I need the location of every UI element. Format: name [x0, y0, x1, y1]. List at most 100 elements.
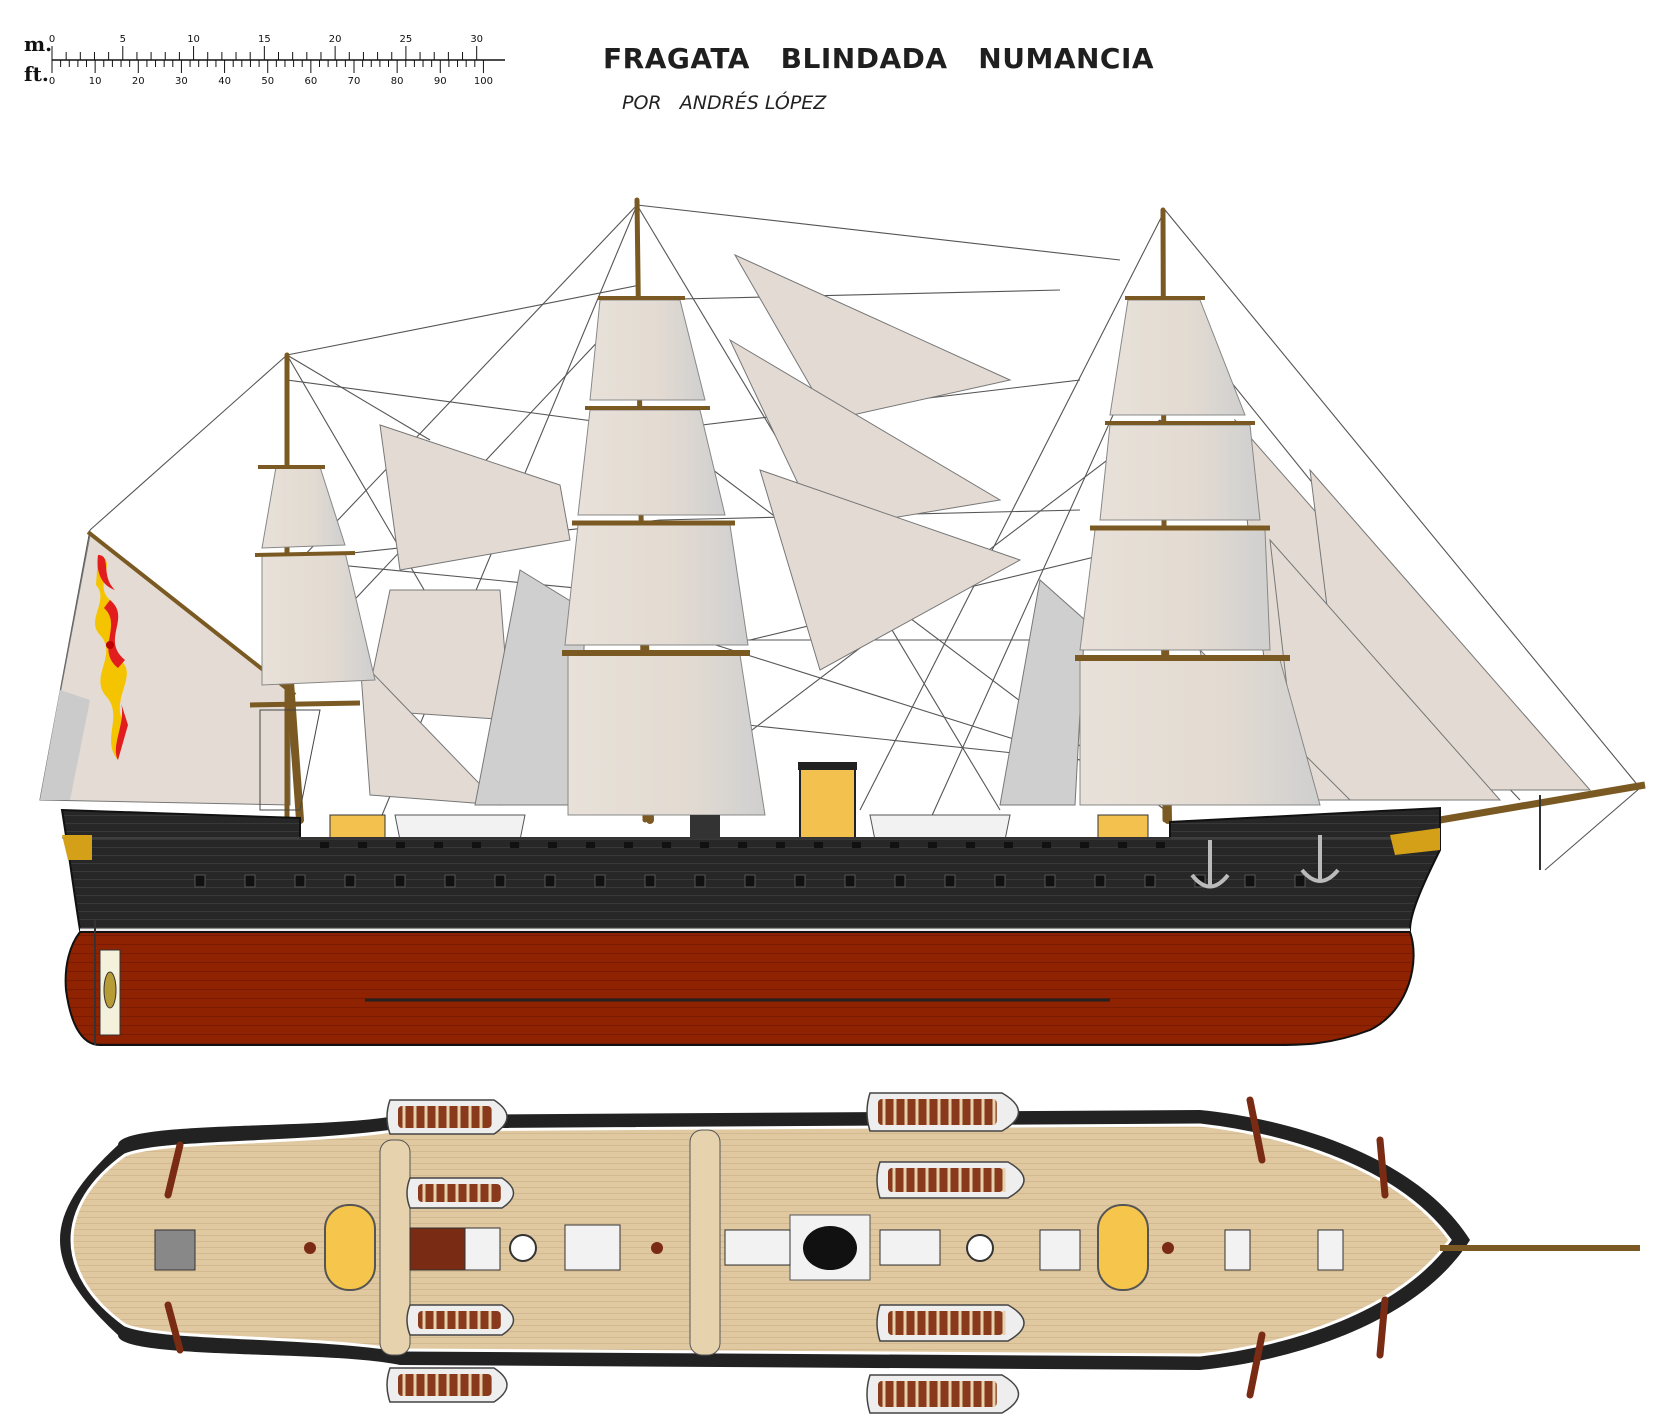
- spanker-sail: [39, 530, 297, 806]
- drawing-author: POR ANDRÉS LÓPEZ: [622, 92, 827, 114]
- upper-gunport: [396, 842, 405, 848]
- imperial-ticks: 0 10 20 30 40 50 60 70 80 90 100: [49, 60, 493, 87]
- metric-tick-label: 30: [470, 34, 483, 45]
- main-gunport: [794, 874, 806, 888]
- upper-gunport: [852, 842, 861, 848]
- upper-gunport: [966, 842, 975, 848]
- main-gunport: [594, 874, 606, 888]
- main-gunport: [694, 874, 706, 888]
- upper-gunport: [738, 842, 747, 848]
- side-elevation: [39, 197, 1646, 1046]
- imperial-tick-label: 100: [474, 76, 493, 87]
- boat-skid-fwd: [689, 1129, 721, 1356]
- metric-tick-label: 15: [258, 34, 271, 45]
- fore-mast-sails: [1075, 296, 1321, 806]
- boat-skid-aft: [379, 1139, 411, 1356]
- imperial-tick-label: 90: [434, 76, 447, 87]
- upper-gunport: [1156, 842, 1165, 848]
- main-gunport: [1244, 874, 1256, 888]
- main-gunport: [1094, 874, 1106, 888]
- main-gunport: [1144, 874, 1156, 888]
- imperial-tick-label: 80: [391, 76, 404, 87]
- main-gunport: [844, 874, 856, 888]
- staysails: [359, 253, 1592, 806]
- imperial-tick-label: 60: [304, 76, 317, 87]
- main-gunport: [1044, 874, 1056, 888]
- main-gunport: [394, 874, 406, 888]
- upper-gunport: [586, 842, 595, 848]
- upper-gunport: [890, 842, 899, 848]
- upper-gunport: [320, 842, 329, 848]
- ships-boat: [866, 1374, 1020, 1414]
- upper-gunport: [1080, 842, 1089, 848]
- upper-gunport: [662, 842, 671, 848]
- upper-gunport: [510, 842, 519, 848]
- imperial-tick-label: 50: [261, 76, 274, 87]
- main-gunport: [1294, 874, 1306, 888]
- ships-boat: [386, 1099, 508, 1135]
- main-gunport: [644, 874, 656, 888]
- anchors: [1190, 835, 1340, 889]
- ships-boat: [876, 1161, 1025, 1199]
- metric-tick-label: 20: [329, 34, 342, 45]
- metric-unit-label: m.: [24, 32, 52, 56]
- main-mast-sails: [562, 296, 766, 816]
- upper-gunport: [1042, 842, 1051, 848]
- metric-tick-label: 0: [49, 34, 55, 45]
- metric-ticks: 0 5 10 15 20 25 30: [49, 34, 483, 60]
- ships-boat: [386, 1367, 508, 1403]
- main-gunport: [494, 874, 506, 888]
- ships-boat: [876, 1304, 1025, 1342]
- upper-gunport: [928, 842, 937, 848]
- stern-ornament: [62, 835, 92, 860]
- drawing-title: FRAGATA BLINDADA NUMANCIA: [603, 42, 1155, 75]
- upper-gunport: [434, 842, 443, 848]
- rudder-propeller: [94, 920, 121, 1045]
- metric-tick-label: 5: [120, 34, 126, 45]
- main-gunport: [344, 874, 356, 888]
- main-gunport: [444, 874, 456, 888]
- upper-gunport: [472, 842, 481, 848]
- scale-bar: m. ft. 0 5 10 15 20 25 30 0 10 20 30 40 50 60 70 80 90 1…: [24, 32, 505, 87]
- ships-boat: [866, 1092, 1020, 1132]
- ensign-flag: [95, 555, 128, 760]
- bowsprit: [1439, 781, 1646, 824]
- upper-gunport: [700, 842, 709, 848]
- upper-gunport: [624, 842, 633, 848]
- metric-tick-label: 10: [187, 34, 200, 45]
- upper-gunport: [1004, 842, 1013, 848]
- imperial-tick-label: 10: [89, 76, 102, 87]
- main-gunport: [244, 874, 256, 888]
- imperial-tick-label: 40: [218, 76, 231, 87]
- upper-gunport: [814, 842, 823, 848]
- ships-boat: [406, 1304, 515, 1336]
- main-gunport: [944, 874, 956, 888]
- imperial-tick-label: 30: [175, 76, 188, 87]
- main-gunport: [294, 874, 306, 888]
- bow-ornament: [1390, 828, 1440, 855]
- main-gunport: [194, 874, 206, 888]
- mast-positions: [304, 1242, 1174, 1254]
- metric-tick-label: 25: [400, 34, 413, 45]
- upper-gunport: [776, 842, 785, 848]
- ships-boat: [406, 1177, 515, 1209]
- imperial-tick-label: 0: [49, 76, 55, 87]
- hull-lower-red: [64, 931, 1415, 1046]
- funnel-top: [789, 1214, 871, 1281]
- imperial-unit-label: ft.: [24, 62, 49, 86]
- upper-gunport: [548, 842, 557, 848]
- imperial-tick-label: 20: [132, 76, 145, 87]
- deck-fittings: [329, 762, 1149, 846]
- ships-boats: [386, 1092, 1025, 1414]
- davits: [164, 1096, 1389, 1399]
- imperial-tick-label: 70: [348, 76, 361, 87]
- main-gunport: [994, 874, 1006, 888]
- mizzen-sails: [249, 465, 376, 811]
- hatches: [154, 1204, 1344, 1291]
- deck-outline: [60, 1110, 1470, 1370]
- deck-surface: [70, 1123, 1452, 1357]
- upper-gunport: [358, 842, 367, 848]
- upper-gunport: [1118, 842, 1127, 848]
- main-gunport: [544, 874, 556, 888]
- main-gunport: [894, 874, 906, 888]
